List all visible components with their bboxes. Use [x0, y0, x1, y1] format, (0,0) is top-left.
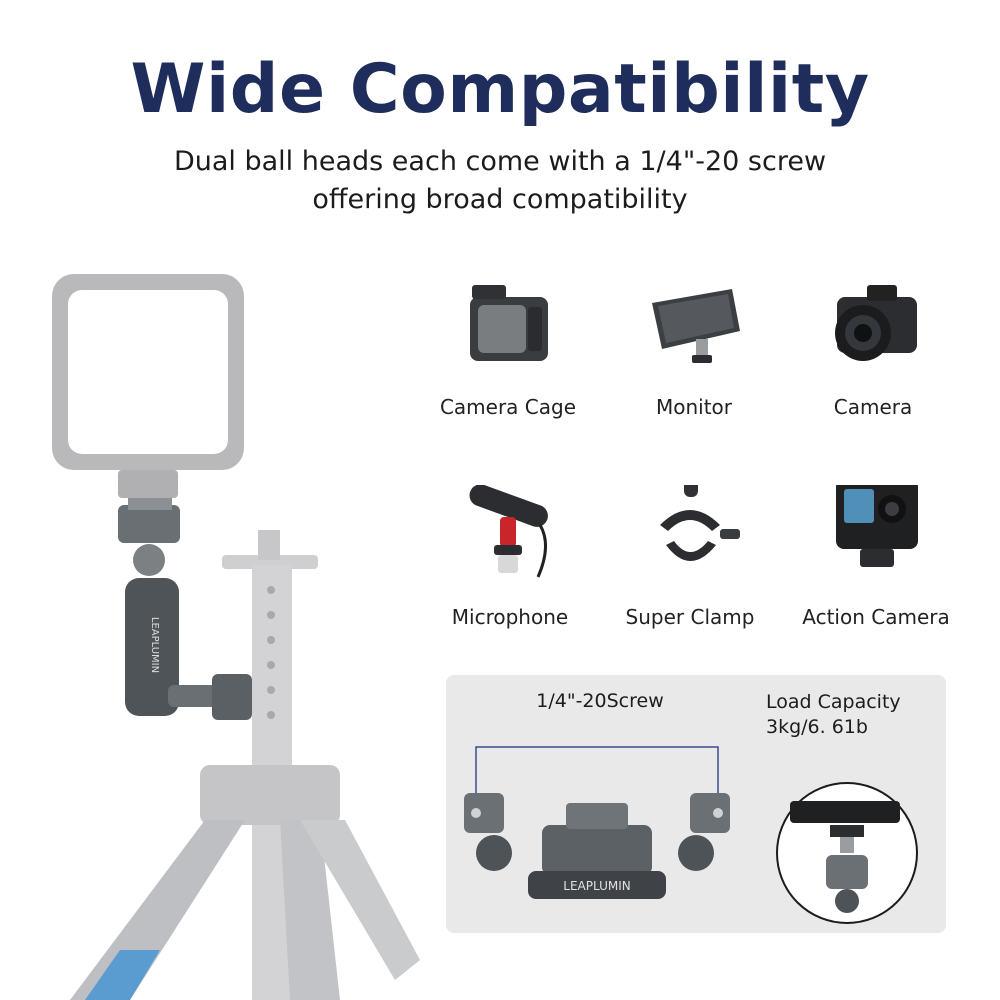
load-capacity: Load Capacity 3kg/6. 61b — [766, 690, 901, 740]
device-label: Camera — [833, 395, 913, 419]
load-inset — [776, 782, 918, 924]
device-label: Monitor — [655, 395, 733, 419]
monitor-icon — [652, 289, 740, 363]
device-camera: Camera — [783, 275, 963, 445]
device-label: Camera Cage — [439, 395, 577, 419]
subtitle-line-2: offering broad compatibility — [312, 184, 688, 215]
device-label: Microphone — [451, 605, 569, 629]
device-label: Super Clamp — [625, 605, 755, 629]
device-action-camera: Action Camera — [786, 485, 966, 655]
plate-brand-text: LEAPLUMIN — [563, 879, 630, 893]
light-panel — [52, 274, 244, 498]
product-scene: LEAPLUMIN — [52, 274, 420, 1000]
microphone-icon — [469, 485, 548, 578]
camera-cage-icon — [470, 285, 548, 361]
load-capacity-title: Load Capacity — [766, 691, 901, 713]
load-capacity-value: 3kg/6. 61b — [766, 716, 868, 738]
page-title: Wide Compatibility — [130, 50, 870, 129]
device-super-clamp: Super Clamp — [600, 485, 780, 655]
super-clamp-icon — [660, 485, 740, 561]
device-camera-cage: Camera Cage — [418, 275, 598, 445]
device-label: Action Camera — [802, 605, 950, 629]
dual-ball-head-illustration: LEAPLUMIN — [464, 746, 918, 924]
magic-arm: LEAPLUMIN — [118, 498, 252, 720]
device-monitor: Monitor — [604, 275, 784, 445]
arm-brand-text: LEAPLUMIN — [149, 617, 160, 673]
subtitle-line-1: Dual ball heads each come with a 1/4"-20… — [173, 146, 827, 177]
tripod-legs — [70, 765, 420, 1000]
device-microphone: Microphone — [420, 485, 600, 655]
camera-icon — [835, 285, 917, 361]
action-camera-icon — [836, 485, 918, 567]
screw-label: 1/4"-20Screw — [536, 690, 664, 712]
